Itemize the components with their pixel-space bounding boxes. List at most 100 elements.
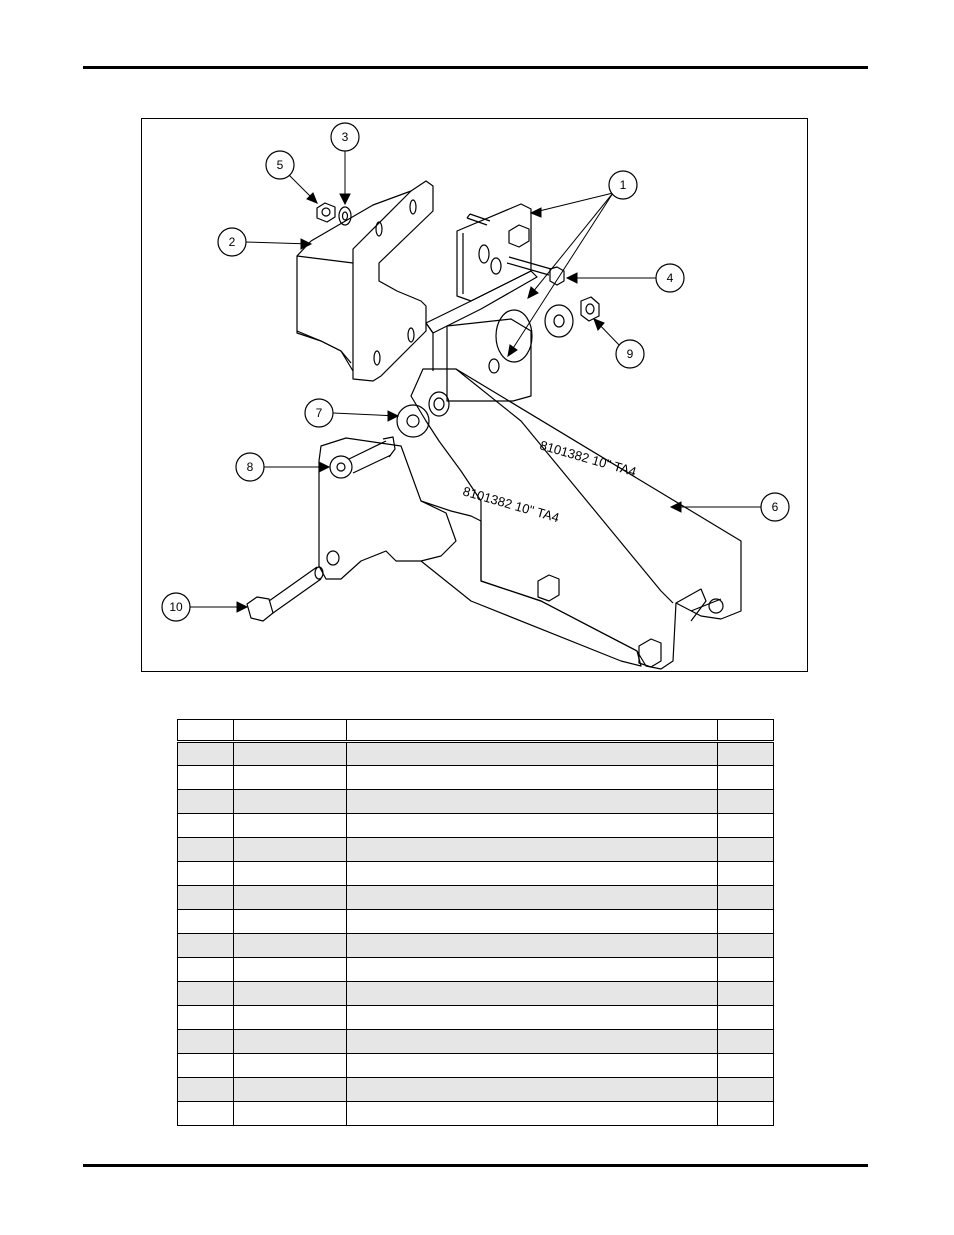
table-cell bbox=[346, 1077, 718, 1102]
table-cell bbox=[346, 1101, 718, 1126]
table-cell bbox=[346, 741, 718, 766]
column-header bbox=[177, 719, 234, 743]
callout-2 bbox=[217, 227, 247, 257]
header-rule bbox=[83, 66, 868, 69]
mount-plate-part-1 bbox=[425, 203, 565, 402]
table-cell bbox=[233, 765, 347, 790]
table-cell bbox=[346, 885, 718, 910]
table-row bbox=[177, 1053, 774, 1078]
table-cell bbox=[233, 981, 347, 1006]
table-cell bbox=[717, 1077, 774, 1102]
table-row bbox=[177, 741, 774, 766]
callout-7 bbox=[304, 398, 334, 428]
arm-part-6 bbox=[410, 368, 742, 670]
table-cell bbox=[177, 837, 234, 862]
table-row bbox=[177, 981, 774, 1006]
table-cell bbox=[233, 1029, 347, 1054]
table-cell bbox=[717, 933, 774, 958]
table-row bbox=[177, 1029, 774, 1054]
table-cell bbox=[233, 933, 347, 958]
exploded-parts-diagram: 1 2 3 4 5 6 7 8 9 10 8101382 10" TA4 810… bbox=[141, 118, 808, 672]
table-cell bbox=[177, 813, 234, 838]
table-row bbox=[177, 813, 774, 838]
footer-rule bbox=[83, 1164, 868, 1167]
table-cell bbox=[233, 741, 347, 766]
table-cell bbox=[717, 861, 774, 886]
table-cell bbox=[346, 789, 718, 814]
table-cell bbox=[233, 789, 347, 814]
table-cell bbox=[233, 813, 347, 838]
table-cell bbox=[717, 1101, 774, 1126]
table-cell bbox=[233, 1101, 347, 1126]
callout-10 bbox=[161, 592, 191, 622]
table-cell bbox=[717, 765, 774, 790]
table-cell bbox=[177, 1053, 234, 1078]
table-cell bbox=[233, 1005, 347, 1030]
table-cell bbox=[177, 933, 234, 958]
table-cell bbox=[717, 909, 774, 934]
callout-10-label: 10 bbox=[169, 600, 183, 614]
table-cell bbox=[177, 957, 234, 982]
table-cell bbox=[177, 765, 234, 790]
callout-6-label: 6 bbox=[772, 500, 779, 514]
table-cell bbox=[177, 885, 234, 910]
table-row bbox=[177, 885, 774, 910]
callout-2-label: 2 bbox=[229, 235, 236, 249]
table-row bbox=[177, 1005, 774, 1030]
table-row bbox=[177, 765, 774, 790]
table-row bbox=[177, 1101, 774, 1126]
part-stamp-upper: 8101382 10" TA4 bbox=[538, 437, 638, 479]
table-cell bbox=[233, 909, 347, 934]
column-header bbox=[717, 719, 774, 743]
callout-9-label: 9 bbox=[627, 347, 634, 361]
callout-5 bbox=[265, 150, 295, 180]
callout-8 bbox=[235, 452, 265, 482]
nut-part-5 bbox=[316, 202, 336, 223]
table-header-row bbox=[177, 719, 774, 743]
callout-4 bbox=[655, 263, 685, 293]
table-cell bbox=[717, 837, 774, 862]
table-cell bbox=[177, 789, 234, 814]
table-cell bbox=[717, 789, 774, 814]
table-cell bbox=[233, 957, 347, 982]
callout-3 bbox=[330, 122, 360, 152]
table-cell bbox=[346, 981, 718, 1006]
table-cell bbox=[346, 1029, 718, 1054]
table-cell bbox=[717, 957, 774, 982]
table-cell bbox=[233, 1053, 347, 1078]
table-cell bbox=[233, 885, 347, 910]
table-cell bbox=[177, 909, 234, 934]
table-cell bbox=[177, 1101, 234, 1126]
table-cell bbox=[233, 837, 347, 862]
table-cell bbox=[346, 1005, 718, 1030]
table-row bbox=[177, 837, 774, 862]
bolt-part-8 bbox=[329, 436, 396, 479]
diagram-drawing: 1 2 3 4 5 6 7 8 9 10 8101382 10" TA4 810… bbox=[161, 122, 790, 670]
table-cell bbox=[717, 981, 774, 1006]
callout-3-label: 3 bbox=[342, 130, 349, 144]
lower-bracket bbox=[318, 437, 662, 668]
parts-list-table bbox=[177, 719, 774, 1126]
callout-1 bbox=[608, 170, 638, 200]
table-row bbox=[177, 957, 774, 982]
table-cell bbox=[346, 765, 718, 790]
callout-5-label: 5 bbox=[277, 158, 284, 172]
bolt-part-10 bbox=[246, 566, 324, 622]
upper-bracket-part-2 bbox=[296, 180, 434, 382]
column-header bbox=[233, 719, 347, 743]
washer-part-3 bbox=[338, 206, 352, 226]
table-cell bbox=[346, 861, 718, 886]
table-cell bbox=[233, 861, 347, 886]
table-row bbox=[177, 1077, 774, 1102]
table-cell bbox=[233, 1077, 347, 1102]
table-cell bbox=[177, 741, 234, 766]
table-cell bbox=[177, 1077, 234, 1102]
table-row bbox=[177, 861, 774, 886]
table-cell bbox=[346, 933, 718, 958]
callout-9 bbox=[615, 339, 645, 369]
callout-8-label: 8 bbox=[247, 460, 254, 474]
callout-4-label: 4 bbox=[667, 271, 674, 285]
table-cell bbox=[717, 1053, 774, 1078]
table-cell bbox=[717, 1029, 774, 1054]
table-cell bbox=[346, 813, 718, 838]
